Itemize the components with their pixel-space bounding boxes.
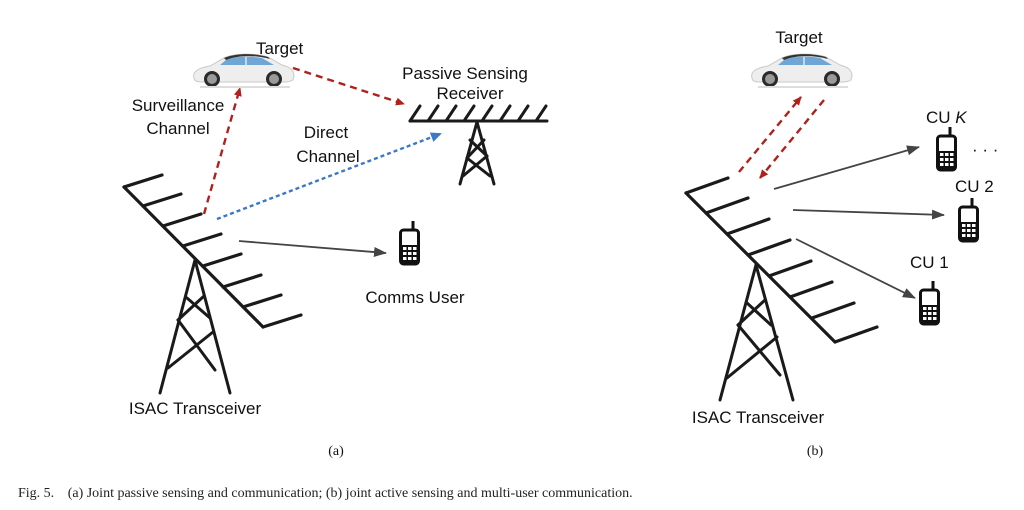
figure-caption-text: (a) Joint passive sensing and communicat…: [68, 486, 633, 501]
comms-link-arrow: [238, 240, 387, 258]
tower-icon: [158, 258, 232, 395]
direct-channel-arrow: [216, 132, 442, 221]
cu-2-phone-icon: [958, 196, 979, 243]
passive-receiver-array-icon: [408, 104, 549, 123]
figure-label: Fig. 5.: [18, 486, 54, 501]
figure-caption: Fig. 5. (a) Joint passive sensing and co…: [18, 486, 633, 501]
receiver-label-line2: Receiver: [436, 84, 503, 103]
comms-link-cu-1-arrow: [795, 238, 916, 299]
cu-1-phone-icon: [919, 279, 940, 326]
transceiver-label: ISAC Transceiver: [692, 408, 825, 427]
cu-1-label: CU 1: [910, 253, 949, 272]
comms-user-phone-icon: [399, 219, 420, 266]
antenna-array-icon: [122, 173, 303, 329]
cu-k-phone-icon: [936, 125, 957, 172]
comms-link-cu-k-arrow: [773, 145, 920, 190]
panel-b: Target CU K · · · CU 2 CU 1 ISAC Transce…: [684, 28, 998, 459]
receiver-label-line1: Passive Sensing: [402, 64, 528, 83]
ellipsis-label: · · ·: [972, 140, 998, 159]
sensing-tx-arrow: [738, 96, 802, 173]
subcaption-a: (a): [328, 444, 344, 459]
direct-label-line1: Direct: [304, 123, 349, 142]
antenna-array-icon: [684, 176, 879, 344]
surveillance-label-line1: Surveillance: [132, 96, 225, 115]
tower-icon: [718, 263, 795, 402]
receiver-tower-icon: [458, 120, 496, 186]
comms-link-cu-2-arrow: [792, 209, 945, 220]
cu-k-index: K: [955, 108, 967, 127]
transceiver-label: ISAC Transceiver: [129, 399, 262, 418]
cu-k-prefix: CU: [926, 108, 955, 127]
direct-label-line2: Channel: [296, 147, 359, 166]
comms-user-label: Comms User: [365, 288, 465, 307]
sensing-echo-arrow: [759, 99, 825, 179]
target-label: Target: [256, 39, 304, 58]
surveillance-channel-arrow: [202, 87, 242, 215]
cu-2-label: CU 2: [955, 177, 994, 196]
target-label: Target: [775, 28, 823, 47]
surveillance-label-line2: Channel: [146, 119, 209, 138]
cu-k-label: CU K: [926, 108, 967, 127]
panel-a: Target Passive Sensing Receiver Surveill…: [122, 39, 549, 459]
subcaption-b: (b): [807, 444, 824, 459]
target-car-icon: [192, 53, 295, 88]
target-car-icon: [750, 53, 853, 88]
reflected-channel-arrow: [292, 66, 405, 106]
